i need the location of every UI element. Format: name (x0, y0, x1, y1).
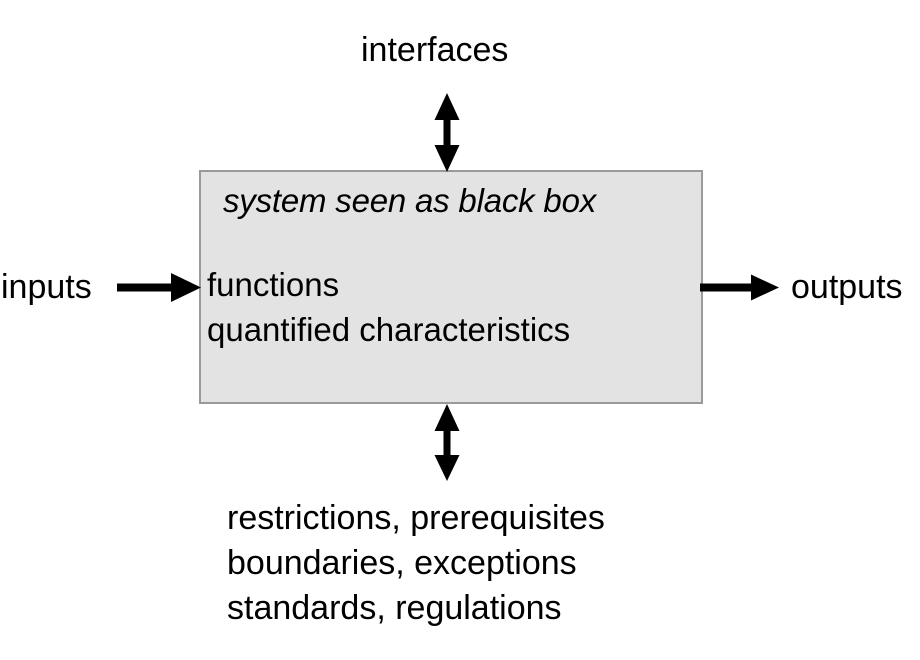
black-box-line-characteristics: quantified characteristics (207, 311, 571, 348)
black-box-caption: system seen as black box (223, 182, 597, 219)
label-inputs: inputs (1, 268, 92, 306)
bottom-double-arrow-icon (434, 404, 460, 481)
top-double-arrow-icon (434, 93, 460, 172)
label-constraints: restrictions, prerequisites boundaries, … (227, 496, 605, 631)
outputs-arrow-icon (700, 274, 779, 301)
constraints-line-2: boundaries, exceptions (227, 544, 577, 582)
black-box-contents: functions quantified characteristics (207, 262, 570, 352)
label-outputs: outputs (791, 268, 903, 306)
black-box: system seen as black box functions quant… (199, 170, 703, 404)
inputs-arrow-icon (117, 273, 201, 302)
constraints-line-3: standards, regulations (227, 589, 562, 627)
constraints-line-1: restrictions, prerequisites (227, 499, 605, 537)
label-interfaces: interfaces (361, 31, 509, 69)
black-box-line-functions: functions (207, 266, 340, 303)
